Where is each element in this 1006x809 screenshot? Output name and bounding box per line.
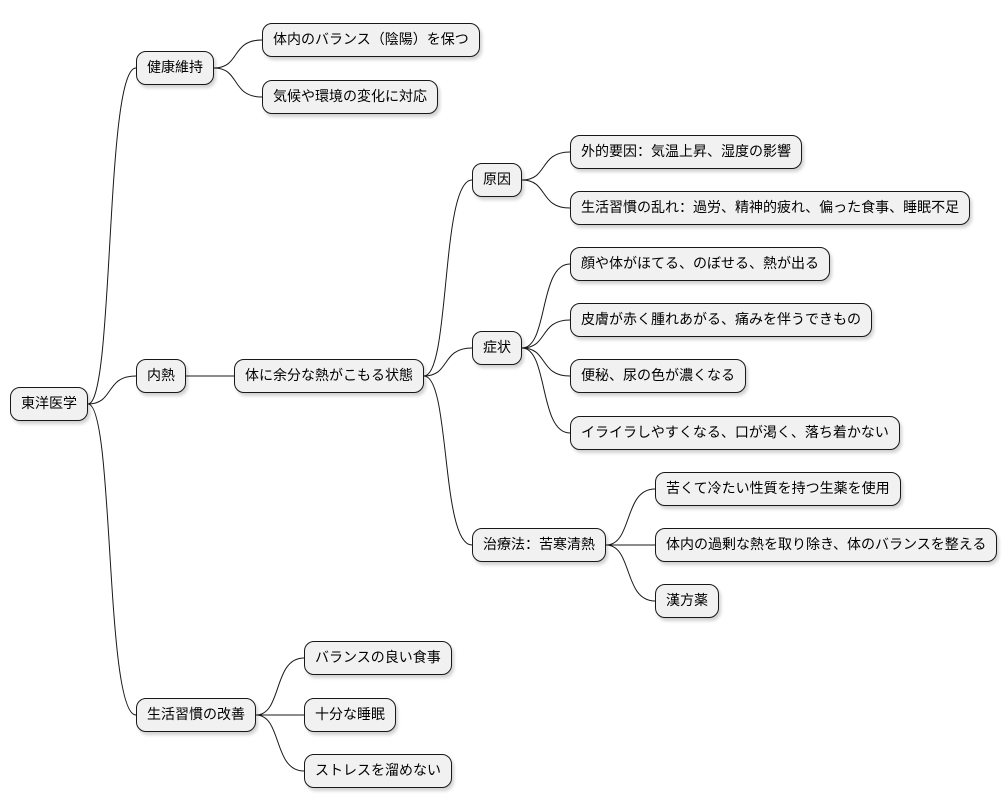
node-heat-definition: 体に余分な熱がこもる状態 xyxy=(234,359,424,393)
node-health-maintenance: 健康維持 xyxy=(136,51,214,85)
edge-n-treat-n-treat-0 xyxy=(605,488,656,546)
edge-n-cause-n-cause-0 xyxy=(521,151,571,181)
edge-n-sym-n-sym-1 xyxy=(521,319,571,349)
node-cause-external: 外的要因：気温上昇、湿度の影響 xyxy=(570,135,802,169)
edge-n-def-n-sym xyxy=(423,347,473,377)
node-cause-lifestyle: 生活習慣の乱れ：過労、精神的疲れ、偏った食事、睡眠不足 xyxy=(570,191,971,225)
node-health-climate: 気候や環境の変化に対応 xyxy=(262,80,438,114)
node-symptom-flush: 顔や体がほてる、のぼせる、熱が出る xyxy=(570,247,830,281)
edge-n-health-n-health-1 xyxy=(213,67,263,98)
node-symptom-skin: 皮膚が赤く腫れあがる、痛みを伴うできもの xyxy=(570,303,872,337)
node-symptom-irritability: イライラしやすくなる、口が渇く、落ち着かない xyxy=(570,416,900,450)
node-lifestyle-sleep: 十分な睡眠 xyxy=(304,698,396,732)
edge-n-cause-n-cause-1 xyxy=(521,179,571,209)
edge-n-sym-n-sym-3 xyxy=(521,347,571,434)
node-lifestyle-stress: ストレスを溜めない xyxy=(304,754,452,788)
node-symptoms: 症状 xyxy=(472,331,522,365)
node-treatment-remove-heat: 体内の過剰な熱を取り除き、体のバランスを整える xyxy=(655,528,998,562)
node-root: 東洋医学 xyxy=(10,387,88,421)
node-symptom-urine: 便秘、尿の色が濃くなる xyxy=(570,359,746,393)
node-health-balance: 体内のバランス（陰陽）を保つ xyxy=(262,23,480,57)
edge-n-life-n-life-0 xyxy=(255,657,305,716)
edge-n-life-n-life-2 xyxy=(255,714,305,772)
node-cause: 原因 xyxy=(472,163,522,197)
edge-n-sym-n-sym-0 xyxy=(521,263,571,349)
edge-n-def-n-cause xyxy=(423,179,473,377)
node-treatment-kampo: 漢方薬 xyxy=(655,584,719,618)
edge-n-root-n-health xyxy=(87,67,137,405)
edge-n-root-n-heat xyxy=(87,375,137,405)
node-internal-heat: 内熱 xyxy=(136,359,186,393)
edge-n-sym-n-sym-2 xyxy=(521,347,571,377)
edge-n-def-n-treat xyxy=(423,375,473,546)
node-treatment: 治療法：苦寒清熱 xyxy=(472,528,606,562)
node-lifestyle-diet: バランスの良い食事 xyxy=(304,641,452,675)
node-lifestyle: 生活習慣の改善 xyxy=(136,698,256,732)
edge-n-health-n-health-0 xyxy=(213,39,263,69)
edge-n-root-n-life xyxy=(87,403,137,716)
node-treatment-herbs: 苦くて冷たい性質を持つ生薬を使用 xyxy=(655,472,901,506)
edge-n-treat-n-treat-2 xyxy=(605,544,656,602)
